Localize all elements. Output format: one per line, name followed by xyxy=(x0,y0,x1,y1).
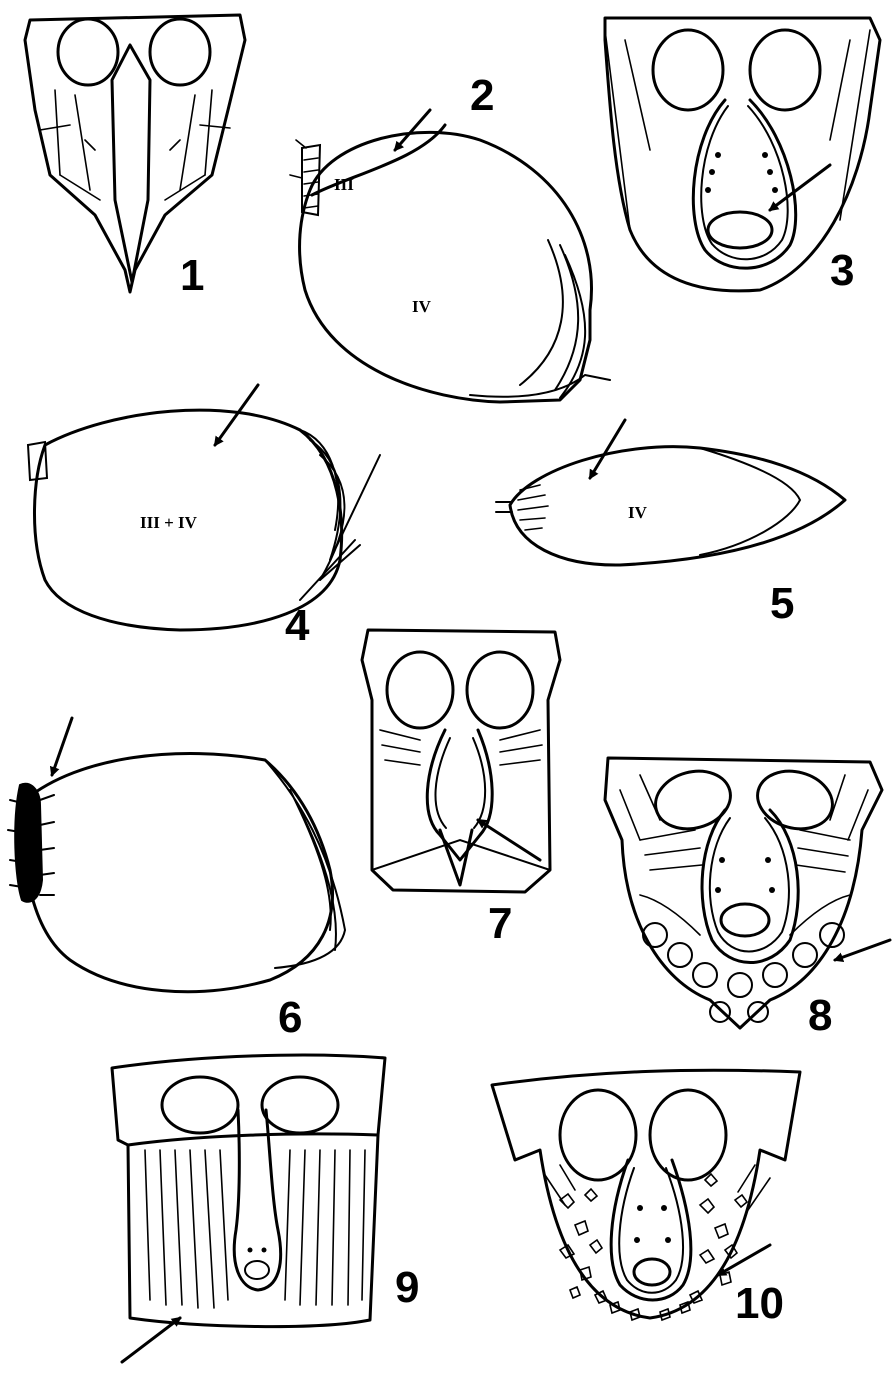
figure-5-segment-iv: IV xyxy=(628,503,648,522)
figure-7-label: 7 xyxy=(488,899,512,948)
figure-3-label: 3 xyxy=(830,246,854,295)
figure-10-label: 10 xyxy=(735,1279,784,1328)
figure-2-segment-iii: III xyxy=(334,175,354,194)
figure-7-drawing xyxy=(362,630,560,892)
figure-8-drawing xyxy=(605,758,890,1028)
figure-9-label: 9 xyxy=(395,1263,419,1312)
figure-1-drawing xyxy=(25,15,245,292)
figure-4-drawing xyxy=(28,385,380,630)
figure-5-drawing xyxy=(496,420,845,565)
figure-2-label: 2 xyxy=(470,71,494,120)
figure-9-drawing xyxy=(112,1055,385,1362)
figure-6-label: 6 xyxy=(278,993,302,1042)
figure-4-label: 4 xyxy=(285,601,310,650)
figure-1-label: 1 xyxy=(180,251,204,300)
figure-5-label: 5 xyxy=(770,579,794,628)
figure-4-segment-iii-iv: III + IV xyxy=(140,513,198,532)
figure-2-segment-iv: IV xyxy=(412,297,432,316)
figure-8-label: 8 xyxy=(808,991,832,1040)
figure-2-drawing xyxy=(290,110,610,402)
figure-6-drawing xyxy=(8,718,345,992)
